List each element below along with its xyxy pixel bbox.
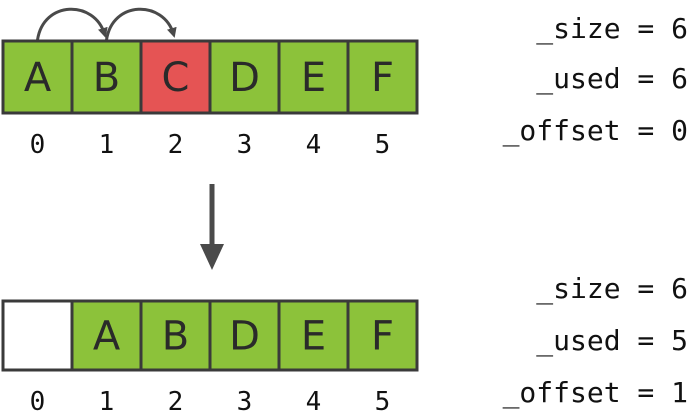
before-cell-box [346, 39, 419, 115]
before-cell-letter: E [301, 55, 326, 101]
before-variable: _offset = 0 [503, 114, 688, 148]
after-cell [1, 299, 74, 372]
before-cell: D [208, 39, 281, 115]
shift-arrows [36, 7, 177, 41]
after-index-label: 1 [99, 387, 115, 417]
before-cell: E [277, 39, 350, 115]
after-cell-letter: E [301, 314, 326, 360]
before-index-label: 5 [375, 130, 391, 160]
after-cell-box [346, 299, 419, 372]
after-cell: E [277, 299, 350, 372]
after-cell: D [208, 299, 281, 372]
before-cell: B [70, 39, 143, 115]
before-cell-box [277, 39, 350, 115]
after-index-label: 2 [168, 387, 184, 417]
after-cell-box [1, 299, 74, 372]
before-cell-box [1, 39, 74, 115]
shift-arrow [36, 7, 108, 41]
before-index-label: 3 [237, 130, 253, 160]
after-indices: 0 1 2 3 4 5 [30, 387, 391, 417]
before-variable: _used = 6 [536, 62, 688, 96]
after-cell: A [70, 299, 143, 372]
before-cell-letter: D [229, 55, 260, 101]
after-cell: F [346, 299, 419, 372]
before-index-label: 0 [30, 130, 46, 160]
after-variables: _size = 6 _used = 5 _offset = 1 [503, 272, 688, 410]
before-index-label: 2 [168, 130, 184, 160]
after-index-label: 5 [375, 387, 391, 417]
after-cell-box [208, 299, 281, 372]
before-cell: A [1, 39, 74, 115]
after-index-label: 4 [306, 387, 322, 417]
after-cell-letter: B [162, 314, 189, 360]
before-index-label: 1 [99, 130, 115, 160]
after-cell-letter: F [371, 314, 394, 360]
before-cell: C [139, 39, 212, 115]
before-cell-letter: F [371, 55, 394, 101]
before-variable: _size = 6 [536, 12, 688, 46]
before-cell-box [139, 39, 212, 115]
before-index-label: 4 [306, 130, 322, 160]
after-variable: _size = 6 [536, 272, 688, 306]
before-cell-box [70, 39, 143, 115]
before-variables: _size = 6 _used = 6 _offset = 0 [503, 12, 688, 148]
down-arrow-icon [200, 184, 224, 270]
after-index-label: 3 [237, 387, 253, 417]
before-cell: F [346, 39, 419, 115]
after-variable: _offset = 1 [503, 376, 688, 410]
before-cell-letter: A [24, 55, 52, 101]
before-cell-letter: C [162, 55, 190, 101]
before-cell-letter: B [93, 55, 120, 101]
shift-arrow [105, 7, 177, 41]
after-variable: _used = 5 [536, 324, 688, 358]
before-indices: 0 1 2 3 4 5 [30, 130, 391, 160]
after-index-label: 0 [30, 387, 46, 417]
after-cell: B [139, 299, 212, 372]
after-cell-letter: A [93, 314, 121, 360]
after-cell-letter: D [229, 314, 260, 360]
